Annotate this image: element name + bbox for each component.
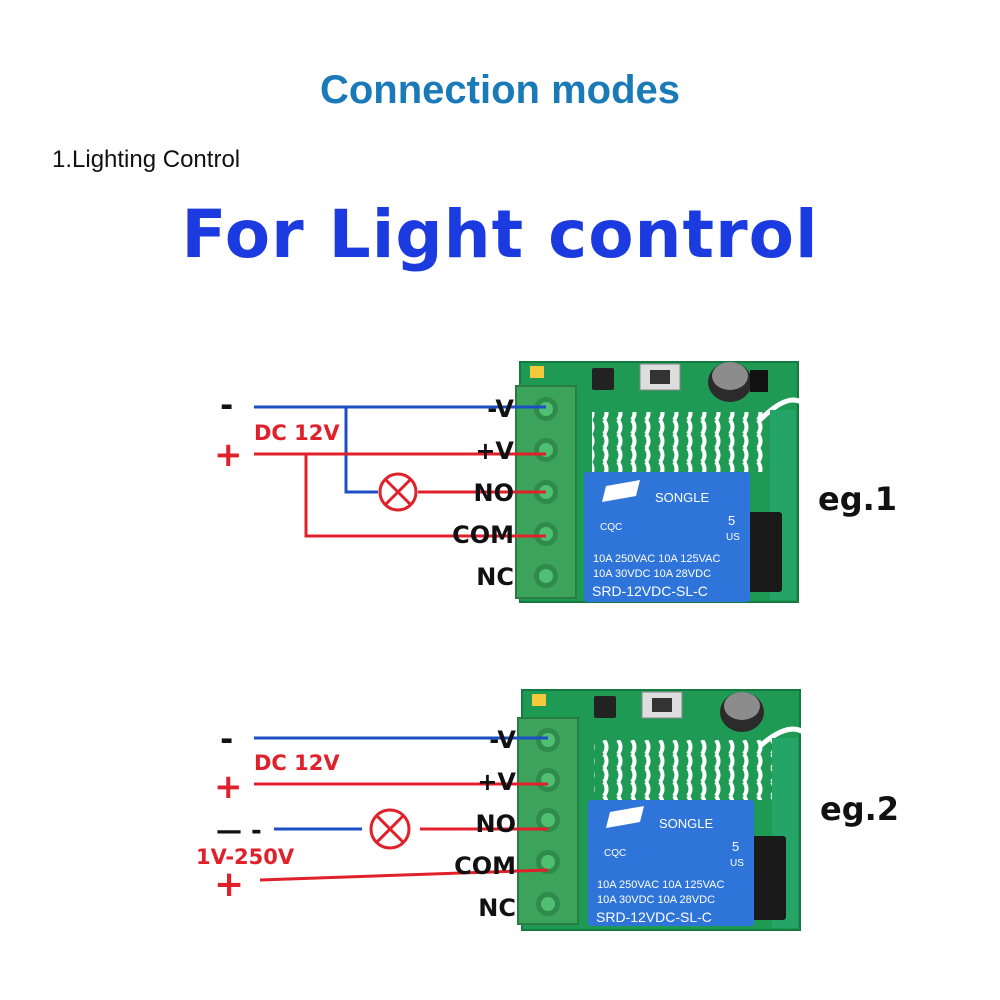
wires <box>254 736 549 882</box>
relay-rating-2: 10A 30VDC 10A 28VDC <box>597 894 715 906</box>
terminal-label-no: NO <box>476 810 517 838</box>
wiring-diagram-eg2: SONGLE CQC 5 US 10A 250VAC 10A 125VAC 10… <box>196 689 899 931</box>
relay: SONGLE CQC 5 US 10A 250VAC 10A 125VAC 10… <box>588 800 754 926</box>
terminal-label-com: COM <box>452 521 514 549</box>
load-plus-symbol: + <box>214 864 244 905</box>
antenna-coil <box>594 726 808 800</box>
led-indicator <box>530 366 544 378</box>
minus-symbol: - <box>220 386 233 424</box>
terminal-labels: -V +V NO COM NC <box>454 726 516 922</box>
capacitor <box>720 692 764 732</box>
songle-logo <box>606 806 644 828</box>
terminal-label-neg: -V <box>489 726 516 754</box>
example-tag: eg.1 <box>818 480 897 518</box>
section-subtitle: 1.Lighting Control <box>52 146 241 173</box>
minus-symbol: - <box>220 720 233 758</box>
relay-cqc: CQC <box>604 848 626 859</box>
plus-symbol: + <box>214 767 243 807</box>
example-tag: eg.2 <box>820 790 899 828</box>
relay-model: SRD-12VDC-SL-C <box>592 583 708 599</box>
terminal-labels: -V +V NO COM NC <box>452 395 514 591</box>
relay: SONGLE CQC 5 US 10A 250VAC 10A 125VAC 10… <box>584 472 750 602</box>
capacitor <box>708 362 752 402</box>
supply-label: DC 12V <box>254 751 340 775</box>
terminal-label-neg: -V <box>487 395 514 423</box>
wires <box>254 405 546 538</box>
terminal-label-pos: +V <box>475 437 514 465</box>
page-title: Connection modes <box>319 68 681 112</box>
relay-brand: SONGLE <box>655 490 710 505</box>
terminal-block <box>517 717 579 925</box>
terminal-label-nc: NC <box>476 563 514 591</box>
lamp-icon <box>369 808 411 850</box>
wiring-diagram-eg1: SONGLE CQC 5 US 10A 250VAC 10A 125VAC 10… <box>214 361 897 603</box>
relay-rating-2: 10A 30VDC 10A 28VDC <box>593 568 711 580</box>
relay-cert-sub: US <box>730 858 744 869</box>
relay-cert: 5 <box>732 839 739 854</box>
headline: For Light control <box>181 196 819 273</box>
lamp-icon <box>378 472 418 512</box>
relay-brand: SONGLE <box>659 816 714 831</box>
relay-cert-sub: US <box>726 532 740 543</box>
load-minus-symbol: — - <box>216 816 262 846</box>
relay-model: SRD-12VDC-SL-C <box>596 909 712 925</box>
relay-rating-1: 10A 250VAC 10A 125VAC <box>597 879 724 891</box>
terminal-label-pos: +V <box>477 768 516 796</box>
songle-logo <box>602 480 640 502</box>
load-supply-label: 1V-250V <box>196 845 295 869</box>
led-indicator <box>532 694 546 706</box>
relay-rating-1: 10A 250VAC 10A 125VAC <box>593 553 720 565</box>
terminal-label-com: COM <box>454 852 516 880</box>
antenna-coil <box>592 397 807 472</box>
terminal-label-no: NO <box>474 479 515 507</box>
plus-symbol: + <box>214 435 243 475</box>
relay-cqc: CQC <box>600 522 622 533</box>
supply-label: DC 12V <box>254 421 340 445</box>
relay-cert: 5 <box>728 513 735 528</box>
terminal-label-nc: NC <box>478 894 516 922</box>
